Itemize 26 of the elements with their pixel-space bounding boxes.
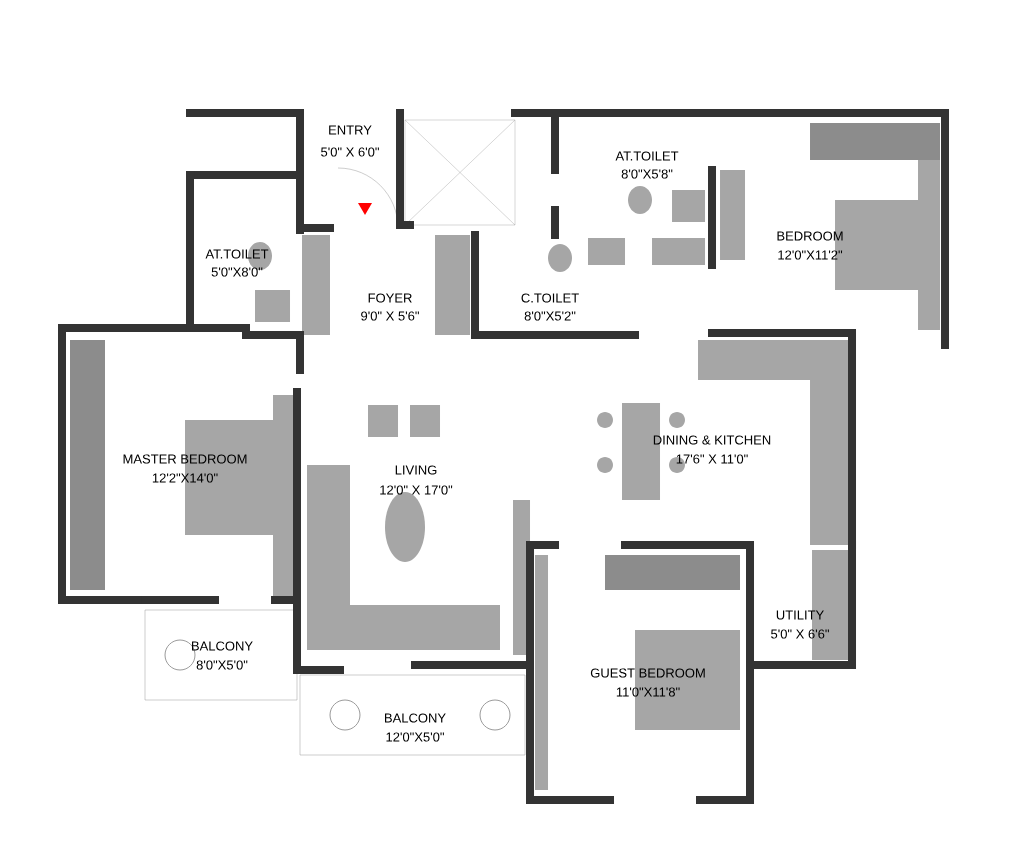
room-label: BALCONY: [385, 713, 446, 723]
room-label: C.TOILET: [521, 293, 579, 303]
room-label: BALCONY: [192, 641, 253, 651]
dimension-label: 12'0"X5'0": [386, 732, 444, 742]
dimension-label: 5'0"X8'0": [211, 267, 263, 277]
room-label: AT.TOILET: [205, 249, 269, 259]
dimension-label: 12'2"X14'0": [152, 473, 218, 483]
room-label: LIVING: [395, 465, 437, 475]
dimension-label: 8'0"X5'0": [196, 660, 248, 670]
dimension-label: 9'0" X 5'6": [361, 311, 419, 321]
dimension-label: 11'0"X11'8": [616, 687, 680, 697]
dimension-label: 12'0" X 17'0": [380, 485, 453, 495]
room-label: FOYER: [368, 293, 412, 303]
room-label: ENTRY: [329, 125, 372, 135]
room-label: UTILITY: [776, 610, 824, 620]
room-label: MASTER BEDROOM: [123, 454, 247, 464]
dimension-label: 5'0" X 6'6": [771, 629, 829, 639]
dimension-label: 8'0"X5'2": [524, 311, 576, 321]
dimension-label: 17'6" X 11'0": [676, 454, 748, 464]
dimension-label: 8'0"X5'8": [621, 169, 673, 179]
dimension-label: 12'0"X11'2": [778, 250, 843, 260]
room-label: AT.TOILET: [615, 151, 679, 161]
room-label: DINING & KITCHEN: [653, 435, 771, 445]
dimension-label: 5'0" X 6'0": [321, 147, 379, 157]
room-label: GUEST BEDROOM: [590, 668, 705, 678]
room-label: BEDROOM: [777, 231, 843, 241]
